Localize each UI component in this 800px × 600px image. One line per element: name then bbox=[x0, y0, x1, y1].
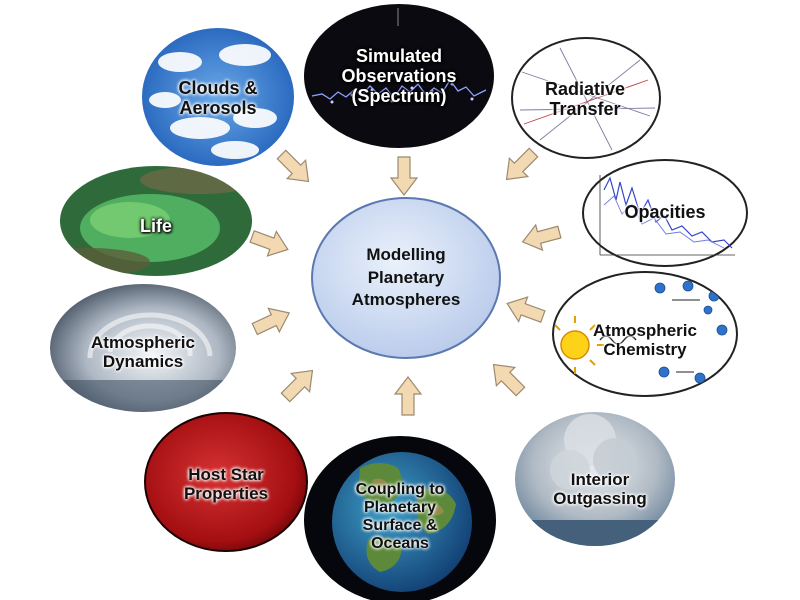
node-atmospheric-dynamics bbox=[50, 284, 236, 412]
center-node bbox=[311, 197, 501, 359]
arrow-from-atmospheric-dynamics bbox=[251, 307, 291, 336]
arrow-from-life bbox=[249, 230, 289, 257]
arrow-from-coupling-surface-oceans bbox=[393, 376, 423, 416]
arrow-from-interior-outgassing bbox=[492, 363, 526, 397]
arrow-from-simulated-observations bbox=[389, 156, 419, 196]
arrow-group bbox=[249, 147, 562, 416]
node-simulated-observations bbox=[304, 4, 494, 148]
arrow-from-clouds-aerosols bbox=[276, 149, 310, 183]
arrow-from-host-star bbox=[280, 369, 314, 403]
node-interior-outgassing bbox=[515, 412, 675, 546]
spectrum-line bbox=[311, 78, 487, 100]
arrow-from-atmospheric-chemistry bbox=[506, 296, 546, 323]
arrow-from-radiative-transfer bbox=[505, 147, 539, 181]
node-coupling-surface-oceans bbox=[304, 436, 496, 600]
node-life bbox=[60, 166, 252, 276]
node-radiative-transfer bbox=[511, 37, 661, 159]
sun-icon bbox=[554, 316, 604, 374]
arrow-from-opacities bbox=[521, 223, 562, 252]
opacity-curve bbox=[603, 176, 733, 249]
node-host-star-properties bbox=[144, 412, 308, 552]
node-atmospheric-chemistry bbox=[552, 271, 738, 397]
node-clouds-aerosols bbox=[142, 28, 294, 166]
node-opacities bbox=[582, 159, 748, 267]
